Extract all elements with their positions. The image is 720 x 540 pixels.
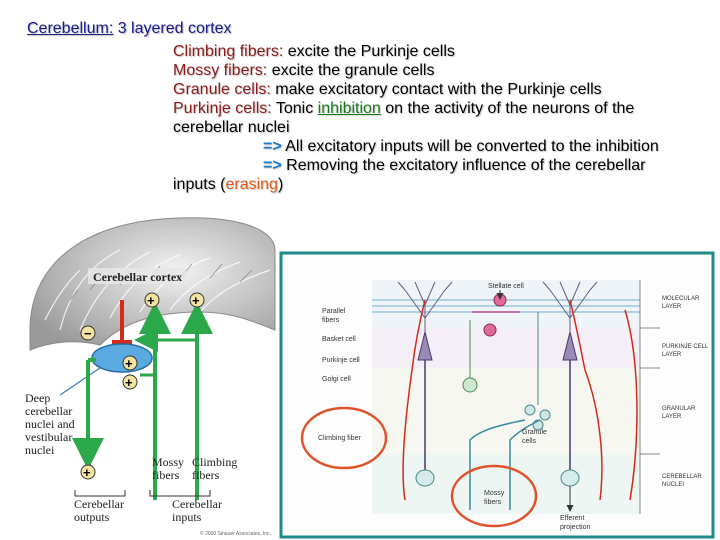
deep-nucleus-ellipse	[92, 344, 152, 372]
parallel-label-1: Parallel	[322, 308, 346, 315]
nuclear-cell	[416, 470, 434, 486]
purkinje-layer-label-2: LAYER	[662, 352, 682, 358]
left-diagram: Cerebellar cortex − + + + + +	[25, 218, 275, 537]
plus-sign: +	[147, 293, 155, 308]
granule-label-2: cells	[522, 438, 537, 445]
copyright-text: © 2000 Sinauer Associates, Inc.	[200, 530, 271, 537]
outputs-label-2: outputs	[74, 510, 110, 524]
stellate-label: Stellate cell	[488, 283, 524, 290]
deep-nucleus-pointer	[60, 368, 100, 395]
outputs-bracket	[75, 490, 125, 496]
plus-sign: +	[83, 465, 91, 480]
climbing-fiber-label: Climbing fiber	[318, 435, 361, 442]
nuclei-layer-label-2: NUCLEI	[662, 482, 684, 488]
efferent-label-2: projection	[560, 524, 590, 531]
plus-sign: +	[125, 356, 133, 371]
right-diagram: Stellate cell Parallel fibers Basket cel…	[281, 253, 713, 537]
deep-nuclei-label-2: cerebellar	[25, 404, 72, 418]
purkinje-layer-label-1: PURKINJE CELL	[662, 344, 709, 350]
inputs-label-1: Cerebellar	[172, 497, 222, 511]
granular-layer-label-1: GRANULAR	[662, 406, 696, 412]
molecular-layer-label-1: MOLECULAR	[662, 296, 700, 302]
golgi-label: Golgi cell	[322, 376, 351, 383]
molecular-layer-label-2: LAYER	[662, 304, 682, 310]
deep-nuclei-label-4: vestibular	[25, 430, 72, 444]
golgi-cell	[463, 378, 477, 392]
mossy-label-1: Mossy	[152, 455, 184, 469]
granular-layer-label-2: LAYER	[662, 414, 682, 420]
nuclei-layer-label-1: CEREBELLAR	[662, 474, 702, 480]
purkinje-layer-band	[372, 328, 640, 368]
granular-layer-band	[372, 368, 640, 454]
plus-sign: +	[125, 375, 133, 390]
parallel-label-2: fibers	[322, 317, 340, 324]
basket-cell	[484, 324, 496, 336]
deep-nuclei-label-5: nuclei	[25, 443, 55, 457]
mossy-label-2: fibers	[484, 499, 502, 506]
cortex-label: Cerebellar cortex	[93, 270, 182, 284]
efferent-label-1: Efferent	[560, 515, 584, 522]
outputs-label-1: Cerebellar	[74, 497, 124, 511]
climbing-label-2: fibers	[192, 468, 220, 482]
mossy-label-1: Mossy	[484, 490, 505, 497]
inputs-bracket	[150, 490, 210, 496]
granule-label-1: Granule	[522, 429, 547, 436]
mossy-label-2: fibers	[152, 468, 180, 482]
deep-nuclei-label-3: nuclei and	[25, 417, 75, 431]
nuclei-layer-band	[372, 454, 640, 514]
minus-sign: −	[84, 326, 92, 341]
nuclear-cell	[561, 470, 579, 486]
plus-sign: +	[192, 293, 200, 308]
purkinje-label: Purkinje cell	[322, 357, 360, 364]
basket-label: Basket cell	[322, 336, 356, 343]
inputs-label-2: inputs	[172, 510, 202, 524]
climbing-label-1: Climbing	[192, 455, 237, 469]
deep-nuclei-label-1: Deep	[25, 391, 50, 405]
